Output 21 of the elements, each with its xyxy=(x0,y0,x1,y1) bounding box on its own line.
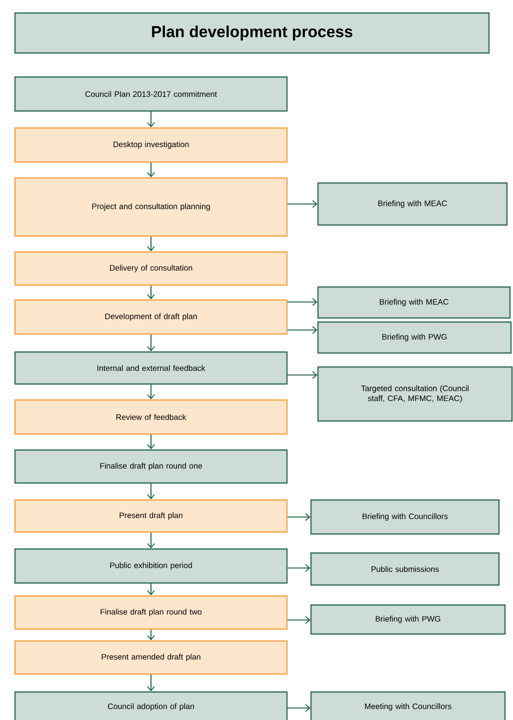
arrow xyxy=(288,616,310,624)
arrow xyxy=(147,630,155,640)
arrow xyxy=(288,513,310,521)
arrow xyxy=(147,384,155,400)
arrow xyxy=(147,112,155,128)
arrow xyxy=(147,236,155,252)
arrow xyxy=(147,334,155,352)
arrow xyxy=(147,532,155,548)
arrow xyxy=(288,200,318,208)
arrow xyxy=(147,484,155,500)
arrow xyxy=(147,674,155,692)
title-box: Plan development process xyxy=(14,12,490,54)
arrow xyxy=(288,371,318,379)
arrow xyxy=(288,704,310,712)
arrow xyxy=(147,162,155,178)
arrow xyxy=(288,326,318,334)
arrow xyxy=(288,564,310,572)
arrow xyxy=(288,298,318,306)
arrow xyxy=(147,584,155,596)
arrow xyxy=(147,286,155,300)
arrow xyxy=(147,434,155,450)
